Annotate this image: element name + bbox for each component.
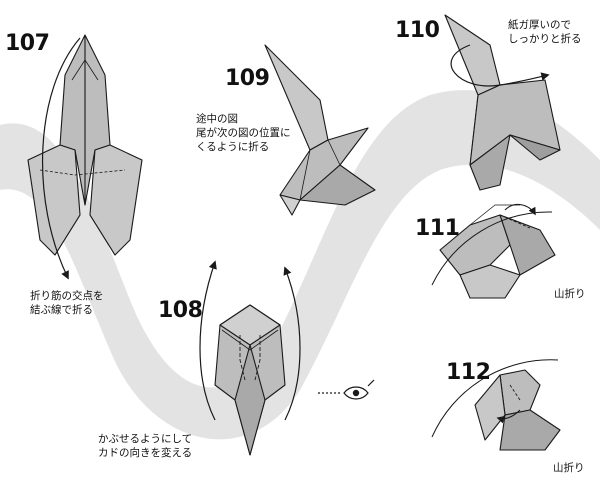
background-swoosh (0, 90, 600, 440)
step-107-note-line-1: 折り筋の交点を (30, 290, 104, 302)
view-direction-eye-icon (318, 379, 375, 400)
step-111-detail (431, 203, 556, 300)
step-110-model (444, 14, 561, 191)
step-107-note-line-2: 結ぶ線で折る (30, 304, 93, 316)
step-110-note-line-1: 紙ガ厚いので (508, 19, 571, 31)
step-110-note-line-2: しっかりと折る (508, 33, 582, 45)
step-109-model (264, 44, 376, 216)
step-107-number: 107 (5, 31, 50, 56)
step-109-note-line-3: くるように折る (196, 141, 270, 153)
step-112-detail (431, 359, 561, 451)
step-108-number: 108 (158, 298, 203, 323)
step-109-number: 109 (225, 66, 270, 91)
step-108-model (214, 304, 286, 456)
step-108-right-arrow (283, 266, 301, 421)
step-109-note-line-1: 途中の図 (196, 113, 238, 125)
step-111-note: 山折り (554, 287, 586, 301)
step-108-note-line-2: カドの向きを変える (98, 447, 193, 459)
step-107-fold-arrow (42, 37, 81, 280)
step-108-left-arrow (199, 260, 217, 421)
step-107-note: 折り筋の交点を 結ぶ線で折る (30, 289, 104, 317)
step-111-note-line-1: 山折り (554, 288, 586, 300)
step-112-number: 112 (446, 360, 491, 385)
step-109-note: 途中の図 尾が次の図の位置に くるように折る (196, 112, 291, 154)
step-112-note-line-1: 山折り (553, 462, 585, 474)
step-107-model (27, 34, 143, 256)
step-111-number: 111 (415, 216, 460, 241)
step-109-note-line-2: 尾が次の図の位置に (196, 127, 291, 139)
step-108-note-line-1: かぶせるようにして (98, 433, 193, 445)
step-112-note: 山折り (553, 461, 585, 475)
step-110-fold-arrow (450, 44, 550, 87)
step-108-note: かぶせるようにして カドの向きを変える (98, 432, 192, 460)
step-110-note: 紙ガ厚いので しっかりと折る (508, 18, 582, 46)
step-110-number: 110 (395, 18, 440, 43)
